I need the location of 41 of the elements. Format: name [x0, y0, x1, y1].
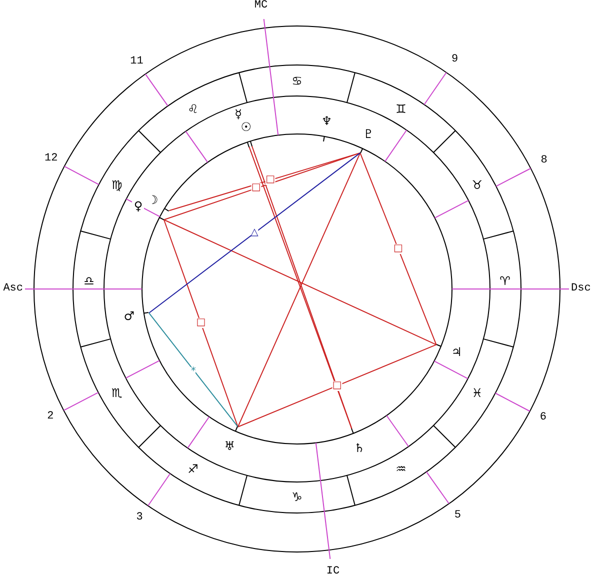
zodiac-sign: ♎	[84, 275, 94, 287]
aspect-line	[148, 152, 361, 314]
planet-symbol: ♂	[123, 310, 136, 323]
zodiac-sign: ♍	[111, 179, 122, 191]
aspect-symbol: □	[266, 175, 276, 186]
zodiac-sign: ♊	[396, 102, 406, 115]
axis-label: MC	[254, 0, 268, 12]
house-number: 9	[452, 54, 458, 66]
house-number: 12	[44, 154, 58, 165]
zodiac-sign: ♉	[472, 179, 482, 191]
house-number: 3	[136, 512, 143, 524]
zodiac-sign: ♏	[111, 387, 122, 399]
zodiac-sign: ♈	[500, 275, 510, 287]
aspect-symbol: □	[251, 183, 261, 194]
zodiac-sign: ♐	[188, 463, 198, 476]
aspect-line	[237, 152, 361, 428]
axis-label: Dsc	[571, 284, 591, 294]
planet-symbol: ♀	[132, 200, 144, 213]
axis-label: IC	[326, 566, 340, 578]
zodiac-sign: ♓	[472, 387, 482, 399]
planet-symbol: ♅	[224, 440, 236, 453]
axis-label: Asc	[3, 284, 23, 294]
aspect-line	[163, 219, 238, 428]
aspect-line	[163, 219, 437, 346]
aspect-symbol: □	[196, 318, 206, 328]
zodiac-sign: ♌	[188, 102, 198, 115]
house-number: 6	[540, 412, 546, 424]
house-number: 5	[454, 510, 461, 522]
zodiac-sign: ♑	[292, 491, 302, 503]
aspect-line	[163, 152, 361, 220]
aspect-line	[237, 344, 437, 428]
aspect-line	[360, 152, 437, 346]
zodiac-sign: ♋	[292, 75, 302, 87]
aspect-symbol: △	[250, 228, 258, 238]
aspect-symbol: □	[332, 380, 342, 391]
zodiac-sign: ♒	[396, 463, 406, 476]
aspect-symbol: □	[393, 244, 403, 254]
aspect-line	[148, 312, 238, 428]
house-number: 2	[47, 412, 54, 423]
house-number: 8	[540, 156, 548, 167]
house-number: 11	[130, 56, 144, 68]
